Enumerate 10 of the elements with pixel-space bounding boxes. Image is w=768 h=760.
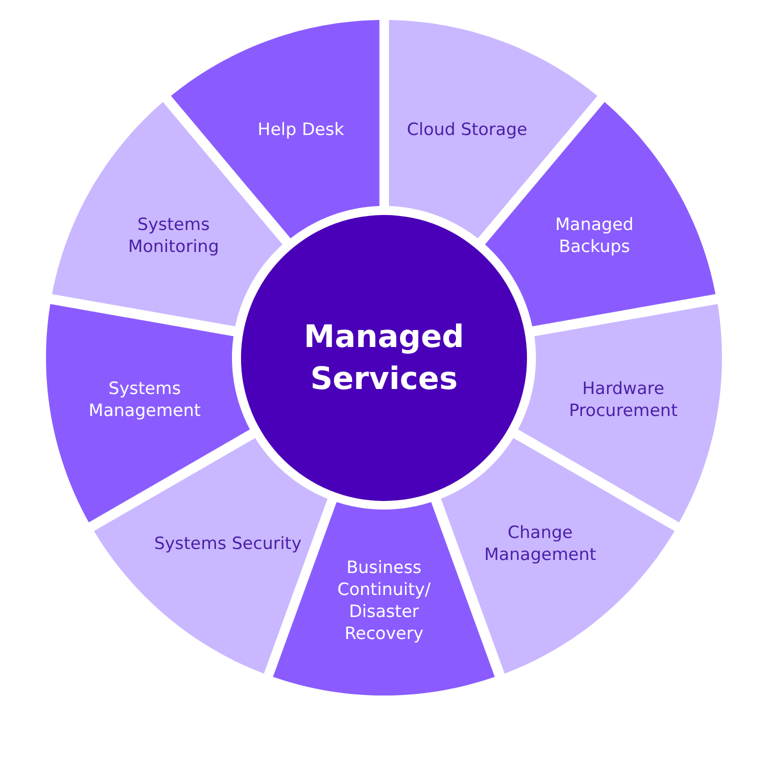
segment-label: Help Desk [256, 118, 346, 141]
segment-label: Cloud Storage [406, 118, 528, 141]
segment-label: Systems Management [88, 378, 202, 422]
center-title: Managed Services [302, 318, 466, 399]
segment-label: Systems Monitoring [127, 214, 220, 258]
segment-label: Change Management [483, 522, 598, 566]
segment-label: Hardware Procurement [568, 378, 679, 422]
segment-label: Business Continuity/ Disaster Recovery [336, 556, 432, 645]
segment-label: Systems Security [153, 533, 303, 556]
segment-label: Managed Backups [554, 214, 635, 258]
